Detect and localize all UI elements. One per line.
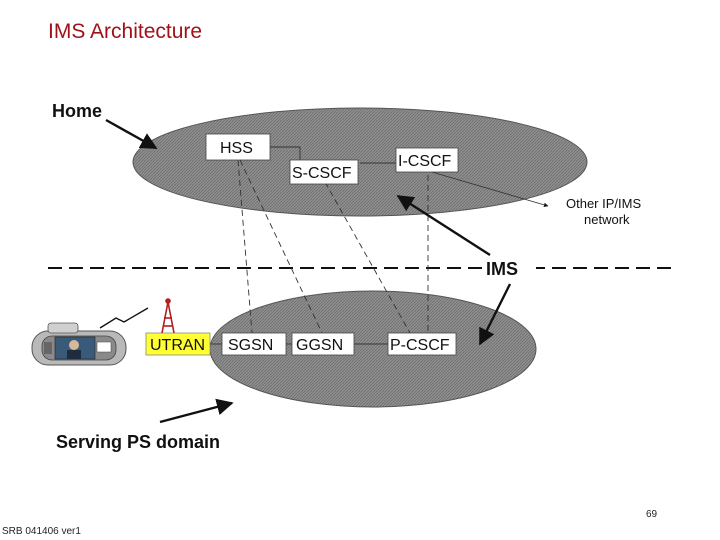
mobile-terminal-icon	[31, 322, 127, 366]
p-cscf-label: P-CSCF	[390, 337, 450, 354]
s-cscf-label: S-CSCF	[292, 165, 352, 182]
sgsn-label: SGSN	[228, 337, 273, 354]
hss-node: HSS	[205, 133, 271, 161]
antenna-tower-icon	[161, 298, 175, 334]
document-code: SRB 041406 ver1	[2, 526, 81, 537]
annotation-arrows	[105, 118, 512, 424]
other-network-label-line2: network	[584, 212, 630, 227]
home-network-ellipse	[132, 107, 588, 217]
i-cscf-node: I-CSCF	[395, 147, 459, 173]
radio-link-icon	[99, 307, 149, 329]
slide-title: IMS Architecture	[48, 20, 203, 43]
sgsn-node: SGSN	[221, 332, 287, 356]
hss-label: HSS	[220, 140, 253, 157]
home-label: Home	[52, 101, 102, 121]
s-cscf-node: S-CSCF	[289, 159, 359, 185]
p-cscf-node: P-CSCF	[387, 332, 457, 356]
ims-label: IMS	[486, 259, 518, 279]
ggsn-node: GGSN	[291, 332, 355, 356]
ggsn-label: GGSN	[296, 337, 343, 354]
page-number: 69	[646, 509, 658, 520]
serving-ps-domain-label: Serving PS domain	[56, 432, 220, 452]
other-network-label-line1: Other IP/IMS	[566, 196, 641, 211]
utran-node: UTRAN	[145, 332, 211, 356]
i-cscf-label: I-CSCF	[398, 153, 452, 170]
utran-label: UTRAN	[150, 337, 205, 354]
ims-label-box: IMS	[482, 254, 536, 282]
signaling-links	[210, 146, 549, 345]
